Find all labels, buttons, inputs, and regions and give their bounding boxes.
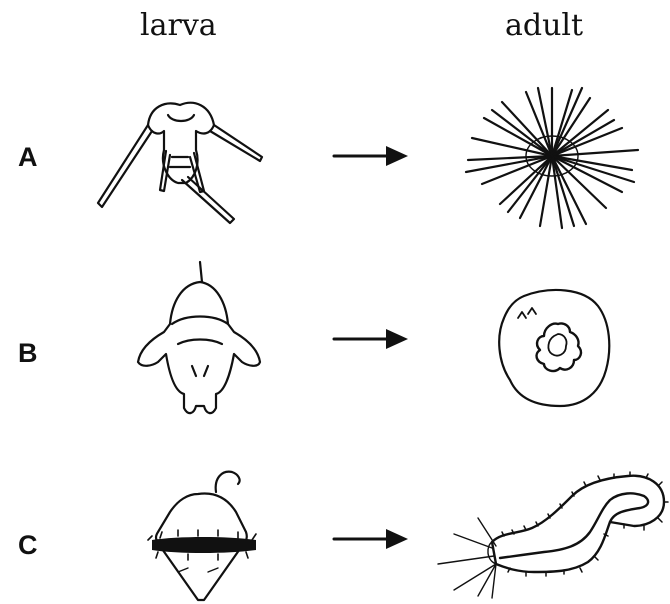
adult-header: adult [505,8,583,43]
row-c-label: C [18,530,38,561]
row-c-arrow [332,527,412,551]
row-b-arrow [332,327,412,351]
row-c-adult [434,472,670,600]
row-b-larva [120,258,260,428]
row-b-label: B [18,338,38,369]
row-a-label: A [18,142,38,173]
larva-header: larva [140,8,217,43]
row-a-larva [90,95,270,235]
row-c-larva [138,462,268,604]
row-a-adult [462,84,642,234]
row-b-adult [494,284,614,414]
row-a-arrow [332,144,412,168]
